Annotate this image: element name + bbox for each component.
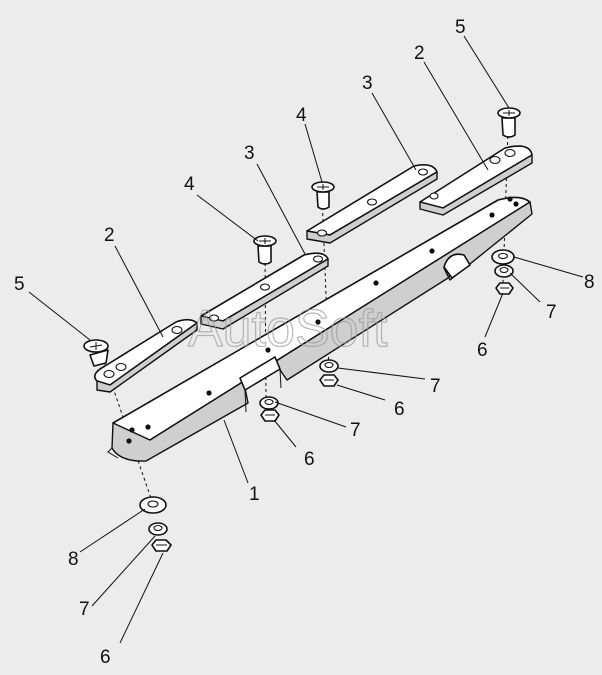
watermark: AutoSoft <box>188 300 388 358</box>
callout-8-right: 8 <box>584 272 595 293</box>
screw-left-end <box>83 339 109 367</box>
callout-3-left: 3 <box>244 143 255 164</box>
callout-7-bottom: 7 <box>79 599 90 620</box>
callout-6-bottom: 6 <box>100 647 111 668</box>
callout-8-bottom: 8 <box>68 549 79 570</box>
callout-7-right: 7 <box>546 302 557 323</box>
callout-6-mid-b: 6 <box>394 399 405 420</box>
fasteners-center <box>259 396 280 422</box>
callout-3-right: 3 <box>362 73 373 94</box>
fasteners-bottom-left <box>139 496 172 552</box>
callout-7-mid-b: 7 <box>430 376 441 397</box>
fasteners-right <box>491 249 515 295</box>
main-rail <box>107 196 533 462</box>
callout-7-mid-a: 7 <box>350 420 361 441</box>
screw-center-left <box>253 235 277 265</box>
callout-2-right: 2 <box>414 43 425 64</box>
spacer-plate-right <box>306 164 438 244</box>
cover-strip-right <box>419 145 533 216</box>
callout-5-right: 5 <box>455 17 466 38</box>
fasteners-mid <box>319 359 339 387</box>
callout-5-left: 5 <box>14 274 25 295</box>
callout-4-right: 4 <box>296 105 307 126</box>
callout-labels: 1 2 2 3 3 4 4 5 5 6 6 6 6 7 7 7 7 8 8 <box>14 17 595 668</box>
callout-1: 1 <box>249 484 260 505</box>
leader-lines <box>28 35 584 644</box>
screw-right-end <box>497 107 521 138</box>
cover-strip-left <box>94 318 198 393</box>
callout-6-right: 6 <box>477 340 488 361</box>
callout-4-left: 4 <box>184 174 195 195</box>
screw-center-right <box>311 181 335 210</box>
callout-6-mid-a: 6 <box>304 449 315 470</box>
spacer-plate-left <box>200 252 329 330</box>
callout-2-left: 2 <box>104 225 115 246</box>
